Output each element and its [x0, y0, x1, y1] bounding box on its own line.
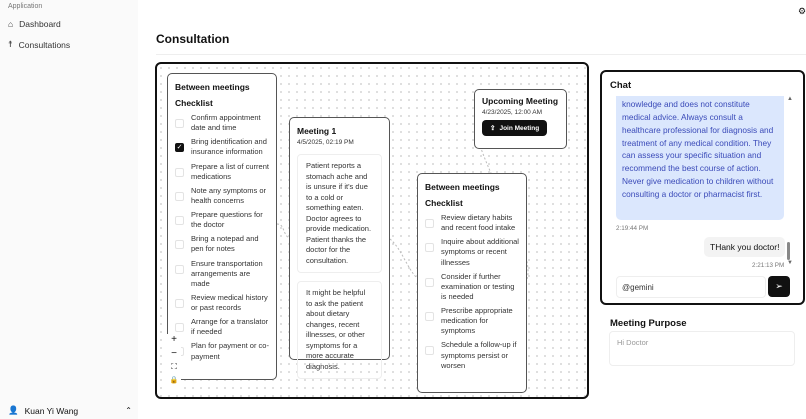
divider	[156, 54, 806, 55]
checklist-item[interactable]: Prescribe appropriate medication for sym…	[425, 306, 519, 336]
node-title: Meeting 1	[297, 126, 337, 136]
checklist-item[interactable]: Schedule a follow-up if symptoms persist…	[425, 340, 519, 370]
checklist-label: Schedule a follow-up if symptoms persist…	[441, 340, 517, 370]
between-meetings-node-1[interactable]: Between meetings Checklist Confirm appoi…	[167, 73, 277, 380]
chevron-up-icon: ⌃	[125, 406, 132, 415]
user-icon: 👤	[8, 405, 19, 415]
message-time: 2:19:44 PM	[616, 225, 649, 232]
edge	[389, 238, 419, 280]
between-meetings-node-2[interactable]: Between meetings Checklist Review dietar…	[417, 173, 527, 393]
checklist-label: Bring identification and insurance infor…	[191, 137, 267, 157]
sidebar-item-label: Consultations	[18, 39, 71, 50]
checklist-item[interactable]: Prepare a list of current medications	[175, 162, 269, 182]
checklist-item[interactable]: Review medical history or past records	[175, 293, 269, 313]
user-message: THank you doctor!	[704, 237, 786, 257]
checklist-label: Arrange for a translator if needed	[191, 317, 269, 337]
checkbox[interactable]	[175, 167, 184, 177]
checkbox[interactable]	[175, 191, 184, 201]
lock-button[interactable]: 🔒	[169, 377, 179, 384]
checklist-label: Prepare a list of current medications	[191, 161, 269, 181]
checkbox[interactable]	[175, 240, 184, 250]
meeting-purpose-input[interactable]: Hi Doctor	[609, 331, 795, 366]
checklist-label: Confirm appointment date and time	[191, 113, 261, 133]
node-subtitle: Checklist	[425, 198, 463, 208]
meeting-date: 4/23/2025, 12:00 AM	[482, 109, 542, 116]
checklist-item[interactable]: Bring a notepad and pen for notes	[175, 234, 269, 254]
node-subtitle: Checklist	[175, 98, 213, 108]
sidebar: Application ⌂ Dashboard ☨ Consultations 👤 K…	[0, 0, 138, 419]
checklist-label: Consider if further examination or testi…	[441, 271, 515, 301]
checklist-item[interactable]: Consider if further examination or testi…	[425, 272, 519, 302]
sidebar-item-dashboard[interactable]: ⌂ Dashboard	[8, 19, 61, 29]
checklist-item[interactable]: Prepare questions for the doctor	[175, 210, 269, 230]
checkbox[interactable]	[175, 119, 184, 128]
checkbox[interactable]	[425, 243, 434, 253]
settings-icon[interactable]: ⚙	[798, 6, 806, 16]
meeting-summary: Patient reports a stomach ache and is un…	[297, 154, 382, 273]
node-title: Upcoming Meeting	[482, 96, 559, 106]
checklist-label: Prescribe appropriate medication for sym…	[441, 306, 513, 336]
checkbox[interactable]	[425, 219, 434, 228]
chat-scrollbar[interactable]: ▲▼	[787, 96, 793, 266]
meeting-suggestion: It might be helpful to ask the patient a…	[297, 281, 382, 379]
checklist-label: Prepare questions for the doctor	[191, 210, 263, 230]
send-button[interactable]: ➢	[768, 276, 790, 297]
edges	[276, 118, 529, 280]
edge	[276, 223, 291, 240]
canvas-controls: + − ⛶ 🔒	[167, 334, 181, 390]
send-icon: ➢	[775, 281, 783, 291]
checkbox[interactable]	[175, 264, 184, 274]
zoom-in-button[interactable]: +	[171, 334, 177, 345]
checklist-label: Bring a notepad and pen for notes	[191, 234, 259, 254]
checklist-item[interactable]: Ensure transportation arrangements are m…	[175, 259, 269, 289]
page-title: Consultation	[156, 32, 230, 46]
upcoming-meeting-node[interactable]: Upcoming Meeting 4/23/2025, 12:00 AM ⇪Jo…	[474, 89, 567, 149]
chat-panel: Chat knowledge and does not constitute m…	[600, 70, 805, 305]
checklist-label: Plan for payment or co-payment	[191, 341, 269, 361]
checklist-item[interactable]: ✓ Bring identification and insurance info…	[175, 137, 269, 157]
checkbox-checked[interactable]: ✓	[175, 143, 184, 153]
checklist-item[interactable]: Inquire about additional symptoms or rec…	[425, 237, 519, 267]
chat-input[interactable]: @gemini	[616, 276, 766, 298]
edge	[474, 118, 529, 280]
sidebar-item-consultations[interactable]: ☨ Consultations	[8, 39, 70, 50]
join-meeting-button[interactable]: ⇪Join Meeting	[482, 120, 548, 136]
bot-message: knowledge and does not constitute medica…	[616, 96, 784, 220]
button-label: Join Meeting	[499, 124, 540, 132]
checklist-label: Review dietary habits and recent food in…	[441, 213, 516, 233]
user-menu[interactable]: 👤 Kuan Yi Wang ⌃	[8, 405, 132, 416]
checklist-item[interactable]: Plan for payment or co-payment	[175, 341, 269, 361]
chat-title: Chat	[610, 80, 632, 91]
checkbox[interactable]	[175, 216, 184, 225]
checkbox[interactable]	[175, 298, 184, 308]
home-icon: ⌂	[8, 19, 14, 29]
meeting-1-node[interactable]: Meeting 1 4/5/2025, 02:19 PM Patient rep…	[289, 117, 390, 379]
zoom-out-button[interactable]: −	[171, 348, 177, 359]
meeting-purpose-label: Meeting Purpose	[610, 318, 687, 329]
node-title: Between meetings	[175, 82, 250, 92]
checklist-item[interactable]: Note any symptoms or health concerns	[175, 186, 269, 206]
user-name: Kuan Yi Wang	[24, 405, 79, 416]
checklist-label: Review medical history or past records	[191, 292, 268, 312]
flow-canvas[interactable]: Between meetings Checklist Confirm appoi…	[155, 62, 589, 399]
checkbox[interactable]	[425, 277, 434, 287]
fit-view-button[interactable]: ⛶	[171, 362, 177, 371]
checklist-label: Inquire about additional symptoms or rec…	[441, 237, 519, 267]
upload-icon: ⇪	[490, 125, 496, 132]
checkbox[interactable]	[175, 323, 184, 333]
sidebar-item-label: Dashboard	[19, 19, 61, 29]
checklist-label: Ensure transportation arrangements are m…	[191, 258, 263, 288]
checklist-item[interactable]: Review dietary habits and recent food in…	[425, 213, 519, 233]
checklist-label: Note any symptoms or health concerns	[191, 185, 267, 205]
person-icon: ☨	[8, 39, 13, 49]
node-title: Between meetings	[425, 182, 500, 192]
message-time: 2:21:13 PM	[752, 262, 785, 269]
sidebar-group-label: Application	[8, 3, 43, 10]
meeting-date: 4/5/2025, 02:19 PM	[297, 139, 354, 146]
checkbox[interactable]	[425, 312, 434, 321]
checklist-item[interactable]: Confirm appointment date and time	[175, 113, 269, 133]
checkbox[interactable]	[425, 346, 434, 356]
checklist-item[interactable]: Arrange for a translator if needed	[175, 317, 269, 337]
